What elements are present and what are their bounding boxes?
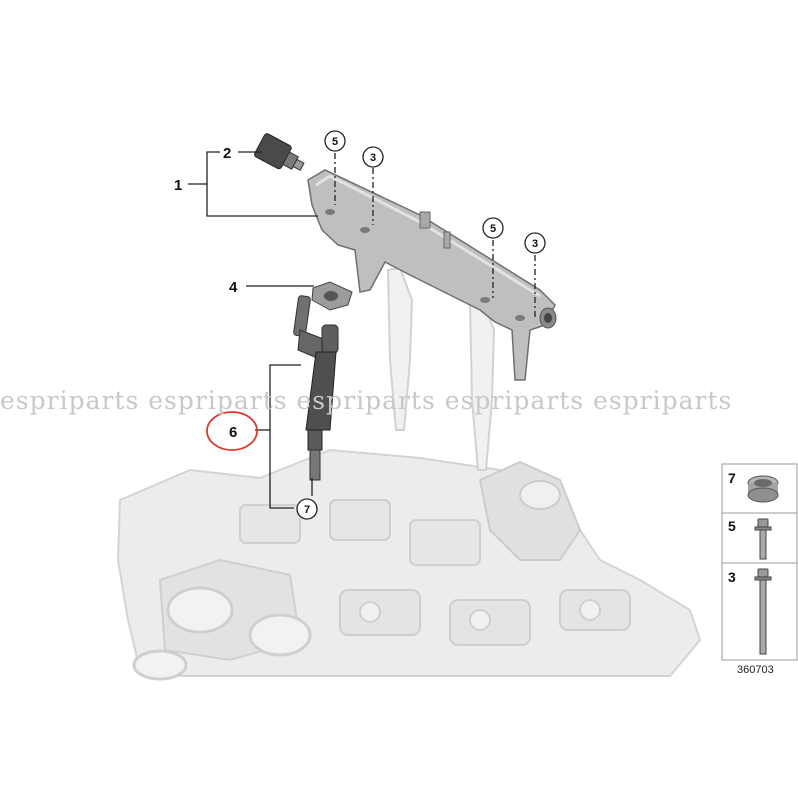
- fuel-rail: [307, 169, 557, 381]
- legend-num-5: 5: [728, 518, 736, 534]
- callout-4: 4: [229, 279, 238, 296]
- sealing-ring-icon: [747, 475, 779, 503]
- pressure-sensor: [254, 133, 305, 171]
- mounting-flange: [311, 281, 353, 311]
- callout-5a: 5: [332, 136, 338, 148]
- fuel-injector: [293, 295, 339, 481]
- callout-circle-5b: [482, 217, 504, 239]
- callout-7: 7: [304, 504, 310, 516]
- watermark: espriparts espriparts espriparts espripa…: [0, 386, 732, 415]
- legend-num-3: 3: [728, 569, 736, 585]
- short-bolt-icon: [754, 518, 772, 560]
- legend-num-7: 7: [728, 470, 736, 486]
- callout-3a: 3: [370, 152, 376, 164]
- callout-5b: 5: [490, 223, 496, 235]
- callout-circle-5a: [324, 130, 346, 152]
- cylinder-head-illustration: [116, 448, 702, 681]
- callout-3b: 3: [532, 238, 538, 250]
- callout-circle-3a: [362, 146, 384, 168]
- highlight-circle: [206, 411, 258, 451]
- leader-lines: [188, 151, 536, 509]
- long-bolt-icon: [754, 568, 772, 655]
- callout-circle-3b: [524, 232, 546, 254]
- callout-circle-7: [296, 498, 318, 520]
- diagram-id: 360703: [737, 664, 774, 676]
- callout-1: 1: [174, 177, 182, 194]
- callout-2: 2: [223, 145, 231, 162]
- parts-legend: 7 5 3: [721, 463, 798, 661]
- callout-6: 6: [229, 424, 237, 441]
